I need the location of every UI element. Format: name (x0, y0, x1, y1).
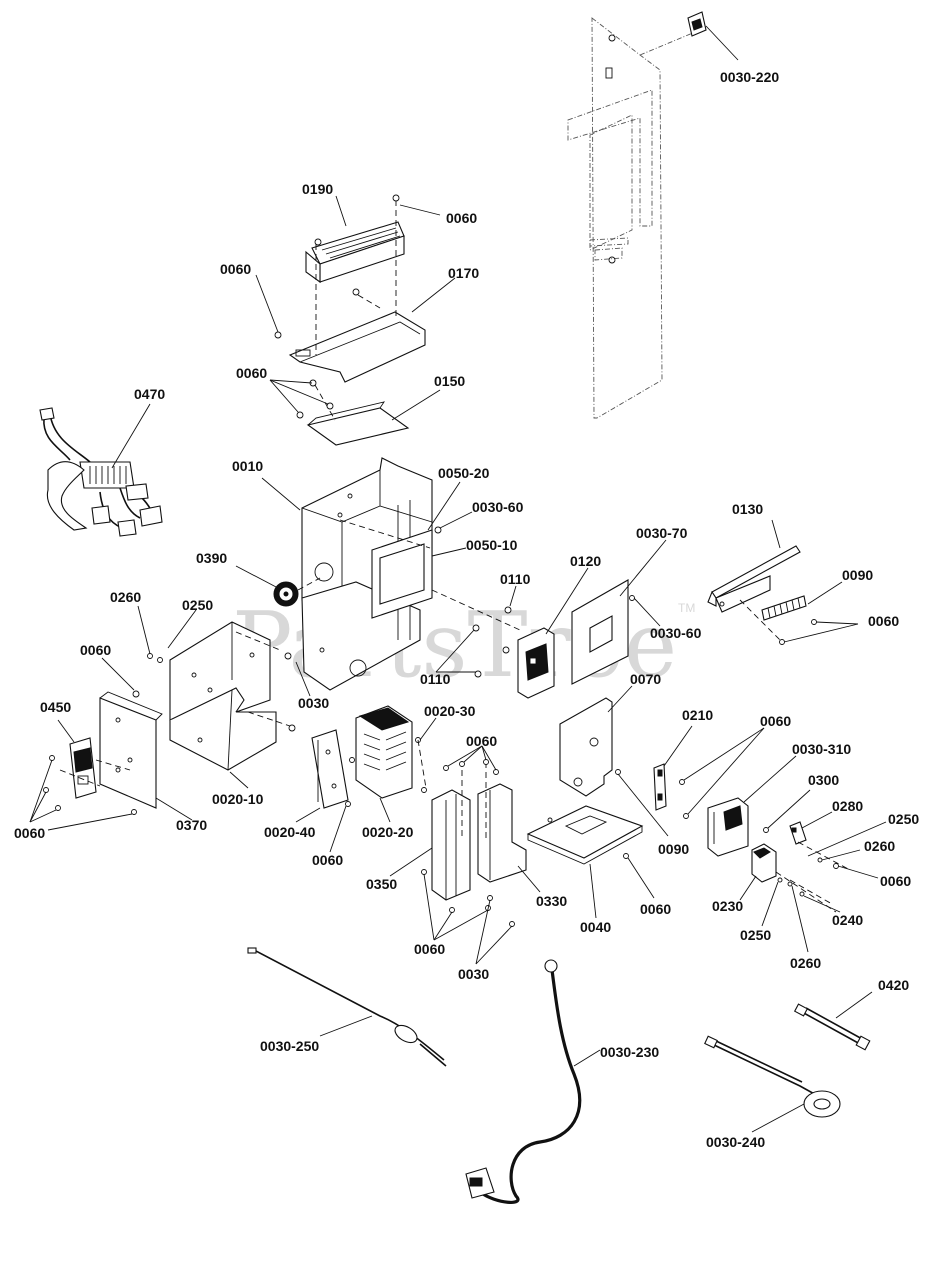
label-0350: 0350 (366, 876, 397, 892)
part-0030-70-cover (571, 579, 629, 685)
label-0030-60: 0030-60 (650, 625, 702, 641)
label-0060: 0060 (80, 642, 111, 658)
label-0190: 0190 (302, 181, 333, 197)
label-0450: 0450 (40, 699, 71, 715)
label-0110: 0110 (420, 671, 451, 687)
label-0130: 0130 (732, 501, 763, 517)
label-0250: 0250 (740, 927, 771, 943)
label-0060: 0060 (868, 613, 899, 629)
part-0020-40-bracket (311, 729, 349, 809)
label-0280: 0280 (832, 798, 863, 814)
part-0030-230-cable (465, 959, 582, 1204)
switch-0030-220 (687, 11, 707, 37)
label-0390: 0390 (196, 550, 227, 566)
label-0230: 0230 (712, 898, 743, 914)
label-0030: 0030 (298, 695, 329, 711)
watermark-trademark: TM (678, 601, 695, 615)
part-0130-rail (707, 545, 801, 613)
part-0450-breaker (69, 737, 97, 799)
label-0030-310: 0030-310 (792, 741, 851, 757)
label-0170: 0170 (448, 265, 479, 281)
label-0250: 0250 (182, 597, 213, 613)
label-0010: 0010 (232, 458, 263, 474)
label-0300: 0300 (808, 772, 839, 788)
label-0030-60: 0030-60 (472, 499, 524, 515)
door-panel (567, 17, 701, 419)
label-0030-70: 0030-70 (636, 525, 688, 541)
label-0240: 0240 (832, 912, 863, 928)
part-0030-310-contactor (707, 797, 749, 857)
label-0110: 0110 (500, 571, 531, 587)
label-0260: 0260 (864, 838, 895, 854)
part-0330-bracket (477, 783, 527, 883)
label-0260: 0260 (790, 955, 821, 971)
label-0020-10: 0020-10 (212, 791, 264, 807)
label-0060: 0060 (880, 873, 911, 889)
label-0060: 0060 (14, 825, 45, 841)
part-0030-250-cable (247, 947, 447, 1067)
label-0060: 0060 (220, 261, 251, 277)
label-0060: 0060 (760, 713, 791, 729)
callout-labels: 0030-220 0190 0060 0060 0170 0060 0150 0… (14, 69, 919, 1150)
part-0150-plate (306, 401, 410, 446)
part-0350-bracket (431, 789, 471, 901)
part-0470-harness (39, 407, 163, 537)
part-0020-10-chassis (169, 621, 277, 771)
label-0030-230: 0030-230 (600, 1044, 659, 1060)
part-0020-20-inverter (355, 705, 413, 799)
part-0190-capacitor (305, 221, 405, 284)
part-0210-switch (653, 763, 667, 811)
part-0120-control-board (517, 627, 555, 699)
part-0070-bracket (559, 697, 613, 797)
part-0280-relay (789, 821, 807, 845)
label-0370: 0370 (176, 817, 207, 833)
label-0120: 0120 (570, 553, 601, 569)
part-0230-relay (751, 843, 777, 883)
label-0060: 0060 (236, 365, 267, 381)
label-0050-20: 0050-20 (438, 465, 490, 481)
label-0030-250: 0030-250 (260, 1038, 319, 1054)
label-0060: 0060 (414, 941, 445, 957)
label-0040: 0040 (580, 919, 611, 935)
label-0470: 0470 (134, 386, 165, 402)
label-0020-40: 0020-40 (264, 824, 316, 840)
label-0030-220: 0030-220 (720, 69, 779, 85)
label-0030: 0030 (458, 966, 489, 982)
label-0260: 0260 (110, 589, 141, 605)
label-0060: 0060 (640, 901, 671, 917)
label-0070: 0070 (630, 671, 661, 687)
label-0060: 0060 (466, 733, 497, 749)
label-0150: 0150 (434, 373, 465, 389)
label-0210: 0210 (682, 707, 713, 723)
part-0370-plate (99, 691, 163, 809)
label-0060: 0060 (312, 852, 343, 868)
part-0030-240-sensor (704, 1035, 841, 1118)
label-0020-30: 0020-30 (424, 703, 476, 719)
part-0390-fan (273, 581, 299, 607)
part-0170-bracket (288, 311, 426, 383)
label-0050-10: 0050-10 (466, 537, 518, 553)
label-0060: 0060 (446, 210, 477, 226)
label-0030-240: 0030-240 (706, 1134, 765, 1150)
label-0090: 0090 (658, 841, 689, 857)
label-0020-20: 0020-20 (362, 824, 414, 840)
part-0420-cable (793, 1003, 871, 1051)
part-0090-terminal-block (761, 595, 807, 621)
part-0040-base-plate (526, 805, 644, 865)
label-0330: 0330 (536, 893, 567, 909)
part-0050-10-plate (371, 529, 433, 619)
label-0250: 0250 (888, 811, 919, 827)
label-0420: 0420 (878, 977, 909, 993)
label-0090: 0090 (842, 567, 873, 583)
